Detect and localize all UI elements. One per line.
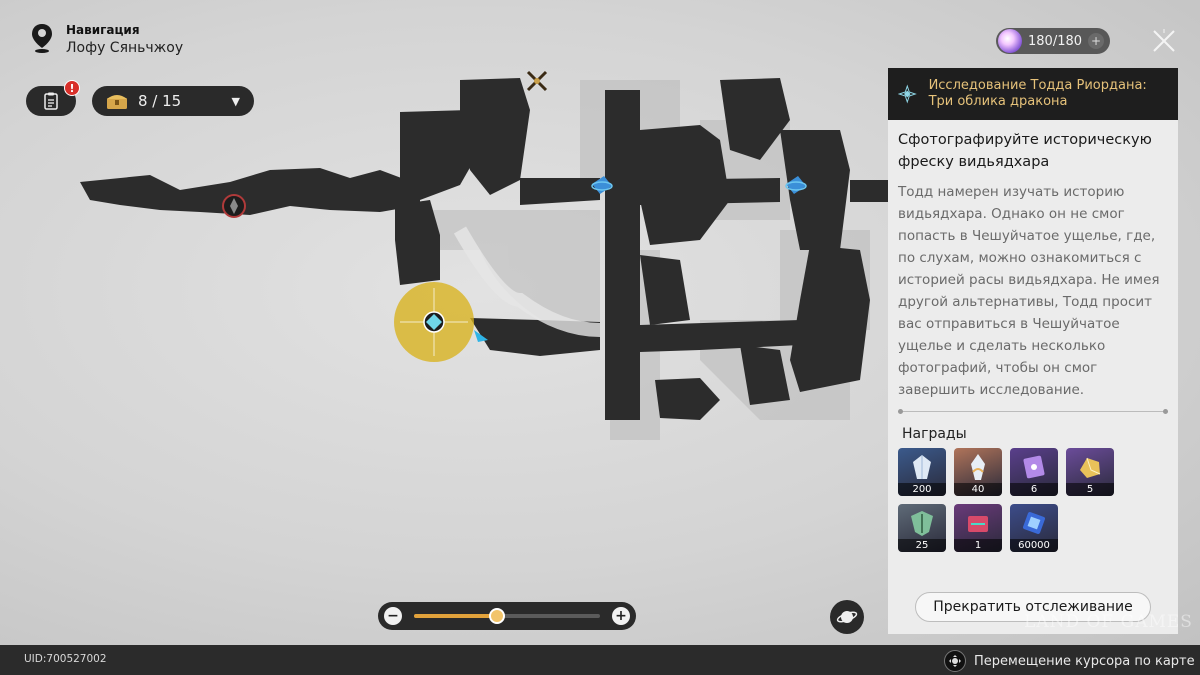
- map-pin-icon: [32, 24, 52, 53]
- zoom-slider[interactable]: [414, 608, 600, 624]
- zoom-control: − +: [378, 602, 636, 630]
- reward-count: 60000: [1010, 539, 1058, 552]
- reward-count: 200: [898, 483, 946, 496]
- space-anchor-icon[interactable]: [785, 176, 807, 194]
- clipboard-icon: [44, 92, 58, 110]
- watermark: LAND OF GAMES: [1024, 612, 1193, 632]
- map-corridors: [80, 78, 900, 420]
- purple-book-icon: [1023, 455, 1045, 479]
- planet-icon: [836, 611, 858, 623]
- stop-tracking-button[interactable]: Прекратить отслеживание: [915, 592, 1151, 622]
- chevron-down-icon: ▼: [231, 94, 240, 108]
- trailblaze-power-value: 180/180: [1028, 33, 1083, 49]
- close-icon[interactable]: [1150, 27, 1178, 55]
- space-anchor-icon[interactable]: [591, 176, 613, 194]
- crystal-icon: [971, 454, 985, 480]
- quest-target-marker[interactable]: [394, 282, 474, 362]
- reward-item[interactable]: 40: [954, 448, 1002, 496]
- control-hint: Перемещение курсора по карте: [944, 650, 1195, 672]
- rewards-label: Награды: [902, 426, 967, 442]
- crossed-swords-icon[interactable]: [526, 70, 548, 92]
- stellar-jade-icon: [913, 455, 931, 479]
- zoom-slider-handle[interactable]: [488, 608, 505, 624]
- location-name: Лофу Сяньчжоу: [66, 40, 184, 56]
- zoom-in-button[interactable]: +: [612, 607, 630, 625]
- bottom-bar: UID:700527002 Перемещение курсора по кар…: [0, 645, 1200, 675]
- reward-count: 6: [1010, 483, 1058, 496]
- map-path: [453, 226, 601, 337]
- reward-item[interactable]: 6: [1010, 448, 1058, 496]
- quest-diamond-icon: [898, 84, 917, 104]
- treasure-chest-dropdown[interactable]: 8 / 15 ▼: [92, 86, 254, 116]
- reward-item[interactable]: 25: [898, 504, 946, 552]
- reward-count: 40: [954, 483, 1002, 496]
- zoom-slider-fill: [414, 614, 497, 618]
- treasure-chest-icon: [107, 95, 127, 109]
- quest-header: Исследование Тодда Риордана: Три облика …: [888, 68, 1178, 120]
- uid-label: UID:700527002: [24, 653, 107, 665]
- reward-item[interactable]: 5: [1066, 448, 1114, 496]
- map-area[interactable]: [0, 0, 1200, 645]
- quest-log-button[interactable]: !: [26, 80, 80, 116]
- panel-divider: [898, 409, 1168, 414]
- gold-ore-icon: [1080, 457, 1101, 478]
- quest-detail-panel: Исследование Тодда Риордана: Три облика …: [888, 68, 1178, 634]
- reward-item[interactable]: 60000: [1010, 504, 1058, 552]
- control-hint-text: Перемещение курсора по карте: [974, 653, 1195, 669]
- quest-name: Исследование Тодда Риордана: Три облика …: [928, 78, 1147, 109]
- credit-icon: [1023, 512, 1045, 534]
- chest-counter: 8 / 15: [138, 92, 182, 110]
- reward-item[interactable]: 1: [954, 504, 1002, 552]
- green-shield-icon: [911, 511, 933, 536]
- zoom-out-button[interactable]: −: [384, 607, 402, 625]
- world-switch-button[interactable]: [830, 600, 864, 634]
- reward-item[interactable]: 200: [898, 448, 946, 496]
- reward-count: 25: [898, 539, 946, 552]
- relic-box-icon: [968, 516, 988, 532]
- notification-badge: !: [64, 80, 80, 96]
- player-arrow-icon: [474, 330, 488, 342]
- calyx-marker-icon[interactable]: [222, 194, 246, 218]
- quest-objective: Сфотографируйте историческую фреску видь…: [898, 132, 1152, 170]
- trailblaze-power-counter[interactable]: 180/180 +: [996, 28, 1110, 54]
- reward-count: 1: [954, 539, 1002, 552]
- navigation-header: Навигация Лофу Сяньчжоу: [30, 22, 183, 58]
- quest-description: Тодд намерен изучать историю видьядхара.…: [898, 184, 1160, 398]
- navigation-title: Навигация: [66, 23, 140, 37]
- add-power-button[interactable]: +: [1088, 33, 1105, 49]
- joystick-icon: [944, 650, 966, 672]
- trailblaze-power-icon: [998, 29, 1022, 53]
- reward-count: 5: [1066, 483, 1114, 496]
